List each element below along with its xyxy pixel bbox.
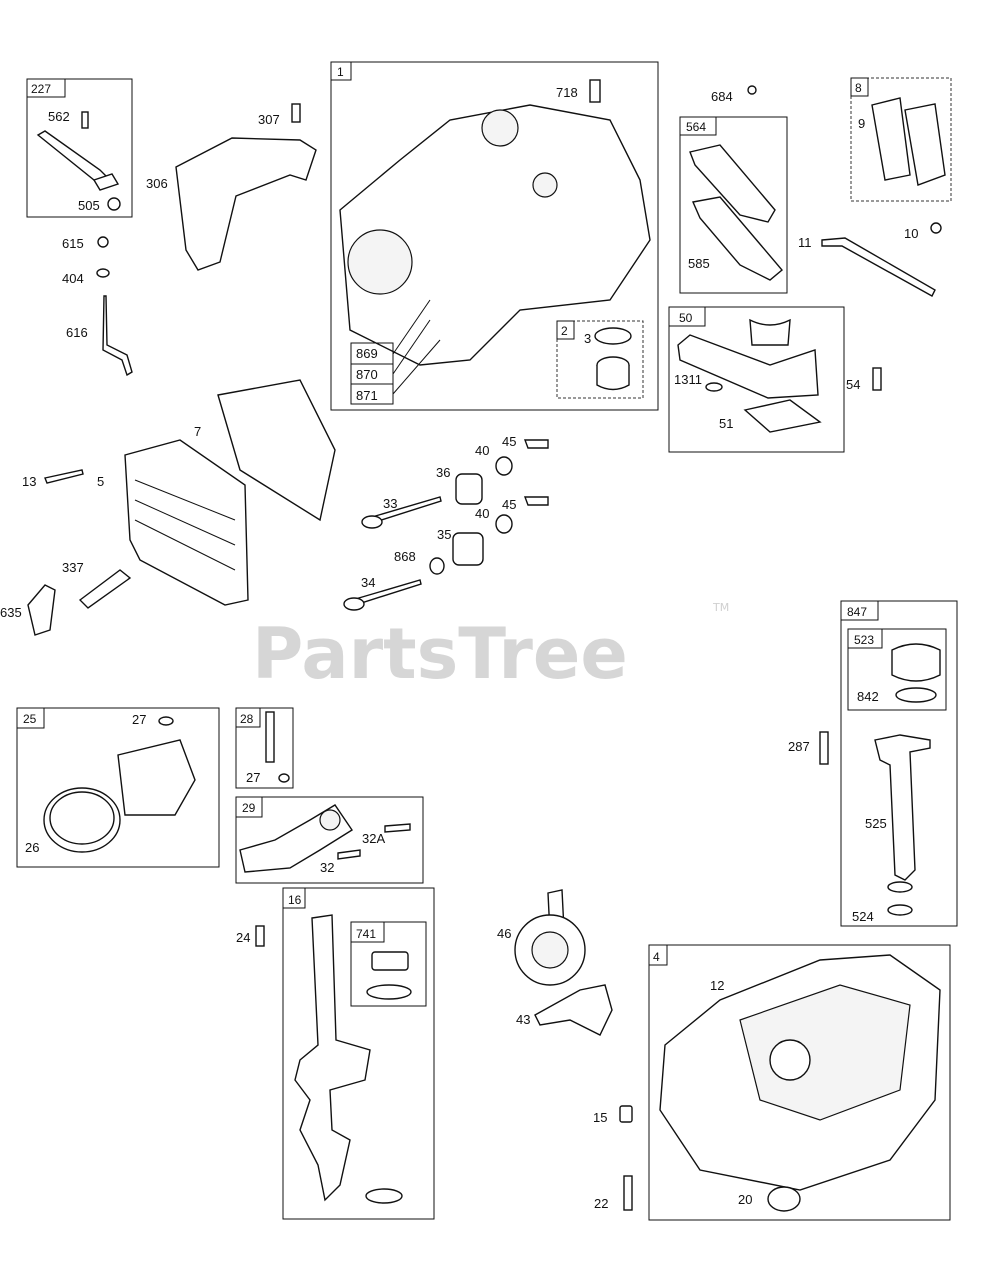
box-label-8: 8 (855, 81, 862, 95)
label-45b: 45 (502, 497, 516, 512)
label-13: 13 (22, 474, 36, 489)
gasket-7 (217, 379, 336, 522)
label-616: 616 (66, 325, 88, 340)
governor-43 (534, 984, 613, 1036)
label-15: 15 (593, 1110, 607, 1125)
label-26: 26 (25, 840, 39, 855)
watermark-trademark: TM (712, 601, 729, 614)
nut-615 (97, 236, 109, 248)
box-label-1: 1 (337, 65, 344, 79)
box-label-16: 16 (288, 893, 302, 907)
label-10: 10 (904, 226, 918, 241)
label-871: 871 (356, 388, 378, 403)
box-label-4: 4 (653, 950, 660, 964)
label-525: 525 (865, 816, 887, 831)
spark-plug-337 (78, 569, 132, 609)
label-505: 505 (78, 198, 100, 213)
bolt-684 (747, 85, 757, 95)
group-50: 50 (668, 306, 845, 453)
link-616 (102, 295, 133, 377)
box-label-29: 29 (242, 801, 256, 815)
label-684: 684 (711, 89, 733, 104)
label-35: 35 (437, 527, 451, 542)
label-22: 22 (594, 1196, 608, 1211)
label-36: 36 (436, 465, 450, 480)
valve-group (343, 439, 549, 611)
tube-11 (821, 237, 936, 297)
group-1: 1 2 (330, 61, 659, 411)
box-label-847: 847 (847, 605, 867, 619)
label-870: 870 (356, 367, 378, 382)
label-5: 5 (97, 474, 104, 489)
label-33: 33 (383, 496, 397, 511)
label-337: 337 (62, 560, 84, 575)
label-32: 32 (320, 860, 334, 875)
label-1311: 1311 (674, 372, 702, 387)
bolt-13 (44, 469, 84, 484)
box-label-2: 2 (561, 324, 568, 338)
box-label-28: 28 (240, 712, 254, 726)
group-227: 227 (26, 78, 133, 218)
shield-306 (175, 137, 317, 271)
label-635: 635 (0, 605, 22, 620)
label-7: 7 (194, 424, 201, 439)
label-40a: 40 (475, 443, 489, 458)
label-9: 9 (858, 116, 865, 131)
group-25: 25 (16, 707, 220, 868)
label-40b: 40 (475, 506, 489, 521)
bolt-54 (872, 367, 882, 391)
head-5 (124, 439, 249, 606)
label-524: 524 (852, 909, 874, 924)
label-3: 3 (584, 331, 591, 346)
box-label-50: 50 (679, 311, 693, 325)
label-718: 718 (556, 85, 578, 100)
label-307: 307 (258, 112, 280, 127)
label-20: 20 (738, 1192, 752, 1207)
group-28: 28 (235, 707, 294, 789)
box-label-227: 227 (31, 82, 51, 96)
label-34: 34 (361, 575, 375, 590)
label-842: 842 (857, 689, 879, 704)
label-562: 562 (48, 109, 70, 124)
label-27a: 27 (132, 712, 146, 727)
label-287: 287 (788, 739, 810, 754)
label-46: 46 (497, 926, 511, 941)
label-585: 585 (688, 256, 710, 271)
label-404: 404 (62, 271, 84, 286)
bolt-287 (819, 731, 829, 765)
watermark-text: PartsTree (252, 613, 628, 695)
box-label-25: 25 (23, 712, 37, 726)
label-615: 615 (62, 236, 84, 251)
label-24: 24 (236, 930, 250, 945)
label-12: 12 (710, 978, 724, 993)
group-16: 16 741 (282, 887, 435, 1220)
label-869: 869 (356, 346, 378, 361)
label-45a: 45 (502, 434, 516, 449)
boot-635 (27, 584, 56, 636)
bolt-22 (623, 1175, 633, 1211)
box-label-741: 741 (356, 927, 376, 941)
label-11: 11 (798, 235, 812, 250)
screw-10 (930, 222, 942, 234)
label-868: 868 (394, 549, 416, 564)
screw-307 (291, 103, 301, 123)
box-label-523: 523 (854, 633, 874, 647)
box-label-564: 564 (686, 120, 706, 134)
group-8: 8 (850, 77, 952, 202)
label-27b: 27 (246, 770, 260, 785)
label-32A: 32A (362, 831, 385, 846)
pin-24 (255, 925, 265, 947)
camshaft-46 (514, 889, 586, 986)
washer-404 (96, 268, 110, 278)
group-29: 29 (235, 796, 424, 884)
plug-15 (619, 1105, 633, 1123)
label-54: 54 (846, 377, 860, 392)
label-51: 51 (719, 416, 733, 431)
group-4: 4 (648, 944, 951, 1221)
label-43: 43 (516, 1012, 530, 1027)
group-847: 847 523 (840, 600, 958, 927)
label-306: 306 (146, 176, 168, 191)
group-564: 564 (679, 116, 788, 294)
